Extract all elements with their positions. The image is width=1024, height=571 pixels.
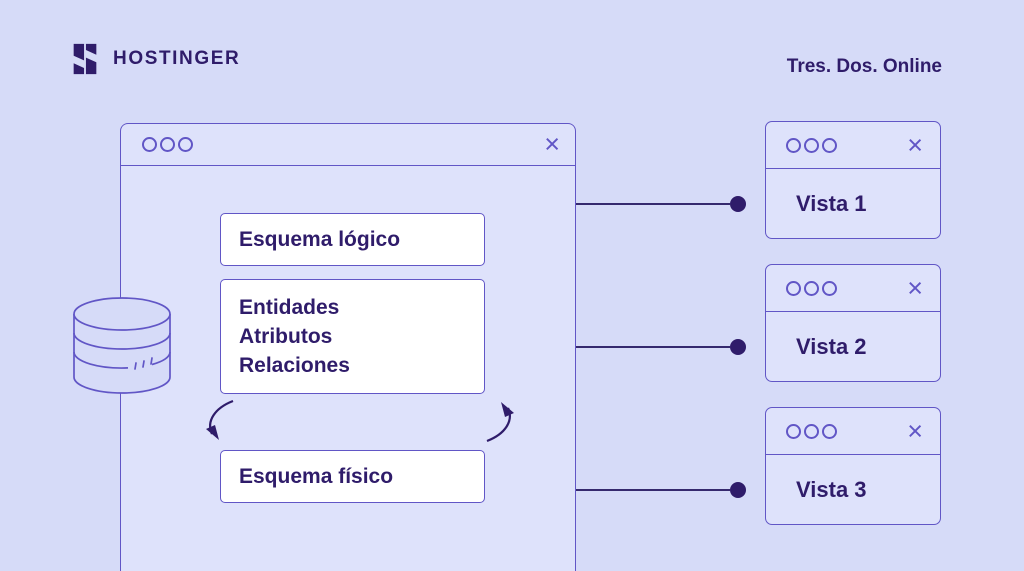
connector-to-vista-1 [576,196,746,212]
vista-2-body: Vista 2 [766,312,940,381]
window-control-circle-icon [804,137,819,153]
window-control-circle-icon [786,423,801,439]
window-control-dots [786,137,837,153]
vista-3-body: Vista 3 [766,455,940,524]
concept-line: Entidades [239,296,340,319]
hostinger-brand: HOSTINGER [68,42,240,76]
vista-3-label: Vista 3 [796,476,867,502]
window-control-circle-icon [822,423,837,439]
vista-2-window: × Vista 2 [765,264,941,382]
main-window-titlebar: × [121,124,575,166]
window-control-circle-icon [804,423,819,439]
vista-1-window: × Vista 1 [765,121,941,239]
concept-line: Relaciones [239,354,350,377]
concept-line: Atributos [239,325,333,348]
vista-1-titlebar: × [766,122,940,169]
connector-dot-icon [730,339,746,355]
physical-schema-box: Esquema físico [220,450,485,503]
window-control-circle-icon [786,280,801,296]
window-control-circle-icon [804,280,819,296]
close-icon[interactable]: × [544,129,560,159]
close-icon[interactable]: × [907,415,923,446]
window-control-dots [142,137,193,152]
hostinger-logo-icon [73,43,97,75]
connector-to-vista-2 [576,339,746,355]
vista-2-titlebar: × [766,265,940,312]
window-control-circle-icon [786,137,801,153]
connector-dot-icon [730,196,746,212]
connector-to-vista-3 [576,482,746,498]
close-icon[interactable]: × [907,129,923,160]
window-control-circle-icon [822,280,837,296]
vista-1-body: Vista 1 [766,169,940,238]
window-control-circle-icon [822,137,837,153]
brand-tagline: Tres. Dos. Online [786,56,942,77]
vista-3-titlebar: × [766,408,940,455]
brand-name: HOSTINGER [113,48,241,69]
logical-schema-box: Esquema lógico [220,213,485,266]
physical-schema-label: Esquema físico [239,464,394,488]
concepts-box: Entidades Atributos Relaciones [220,279,485,394]
vista-2-label: Vista 2 [796,333,867,359]
window-control-dots [786,423,837,439]
vista-3-window: × Vista 3 [765,407,941,525]
window-control-circle-icon [142,137,157,152]
close-icon[interactable]: × [907,272,923,303]
window-control-dots [786,280,837,296]
window-control-circle-icon [178,137,193,152]
vista-1-label: Vista 1 [796,190,867,216]
logical-schema-label: Esquema lógico [239,227,401,251]
window-control-circle-icon [160,137,175,152]
connector-dot-icon [730,482,746,498]
